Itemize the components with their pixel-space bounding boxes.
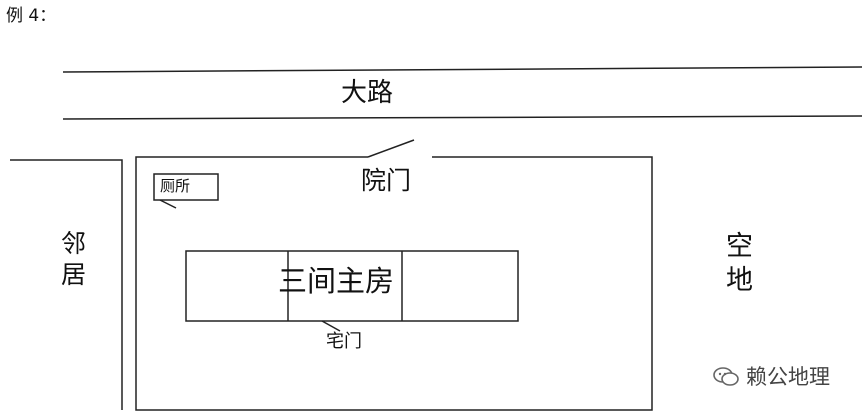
example-label: 例 4：	[6, 6, 57, 26]
watermark: 赖公地理	[712, 366, 830, 388]
yard-gate-label: 院门	[361, 166, 412, 195]
gate-leaf	[367, 139, 415, 158]
toilet-label: 厕所	[160, 177, 191, 195]
neighbor-label: 邻 居	[61, 228, 86, 291]
open-land-char-2: 地	[726, 264, 753, 296]
road-bottom-edge	[62, 115, 863, 120]
main-house	[185, 250, 519, 322]
toilet-box	[153, 173, 219, 201]
main-house-label: 三间主房	[278, 264, 395, 298]
watermark-text: 赖公地理	[746, 364, 830, 389]
road-label: 大路	[341, 78, 394, 108]
open-land-char-1: 空	[726, 231, 753, 262]
toilet-pointer	[159, 199, 177, 209]
house-door-leaf	[321, 320, 341, 332]
neighbor-boundary	[10, 159, 123, 410]
house-door-label: 宅门	[326, 331, 362, 352]
neighbor-char-2: 居	[61, 260, 87, 290]
wechat-icon	[712, 366, 740, 388]
road-top-edge	[62, 66, 863, 73]
neighbor-char-1: 邻	[61, 229, 87, 258]
open-land-label: 空 地	[726, 230, 753, 298]
yard-wall	[135, 156, 653, 411]
